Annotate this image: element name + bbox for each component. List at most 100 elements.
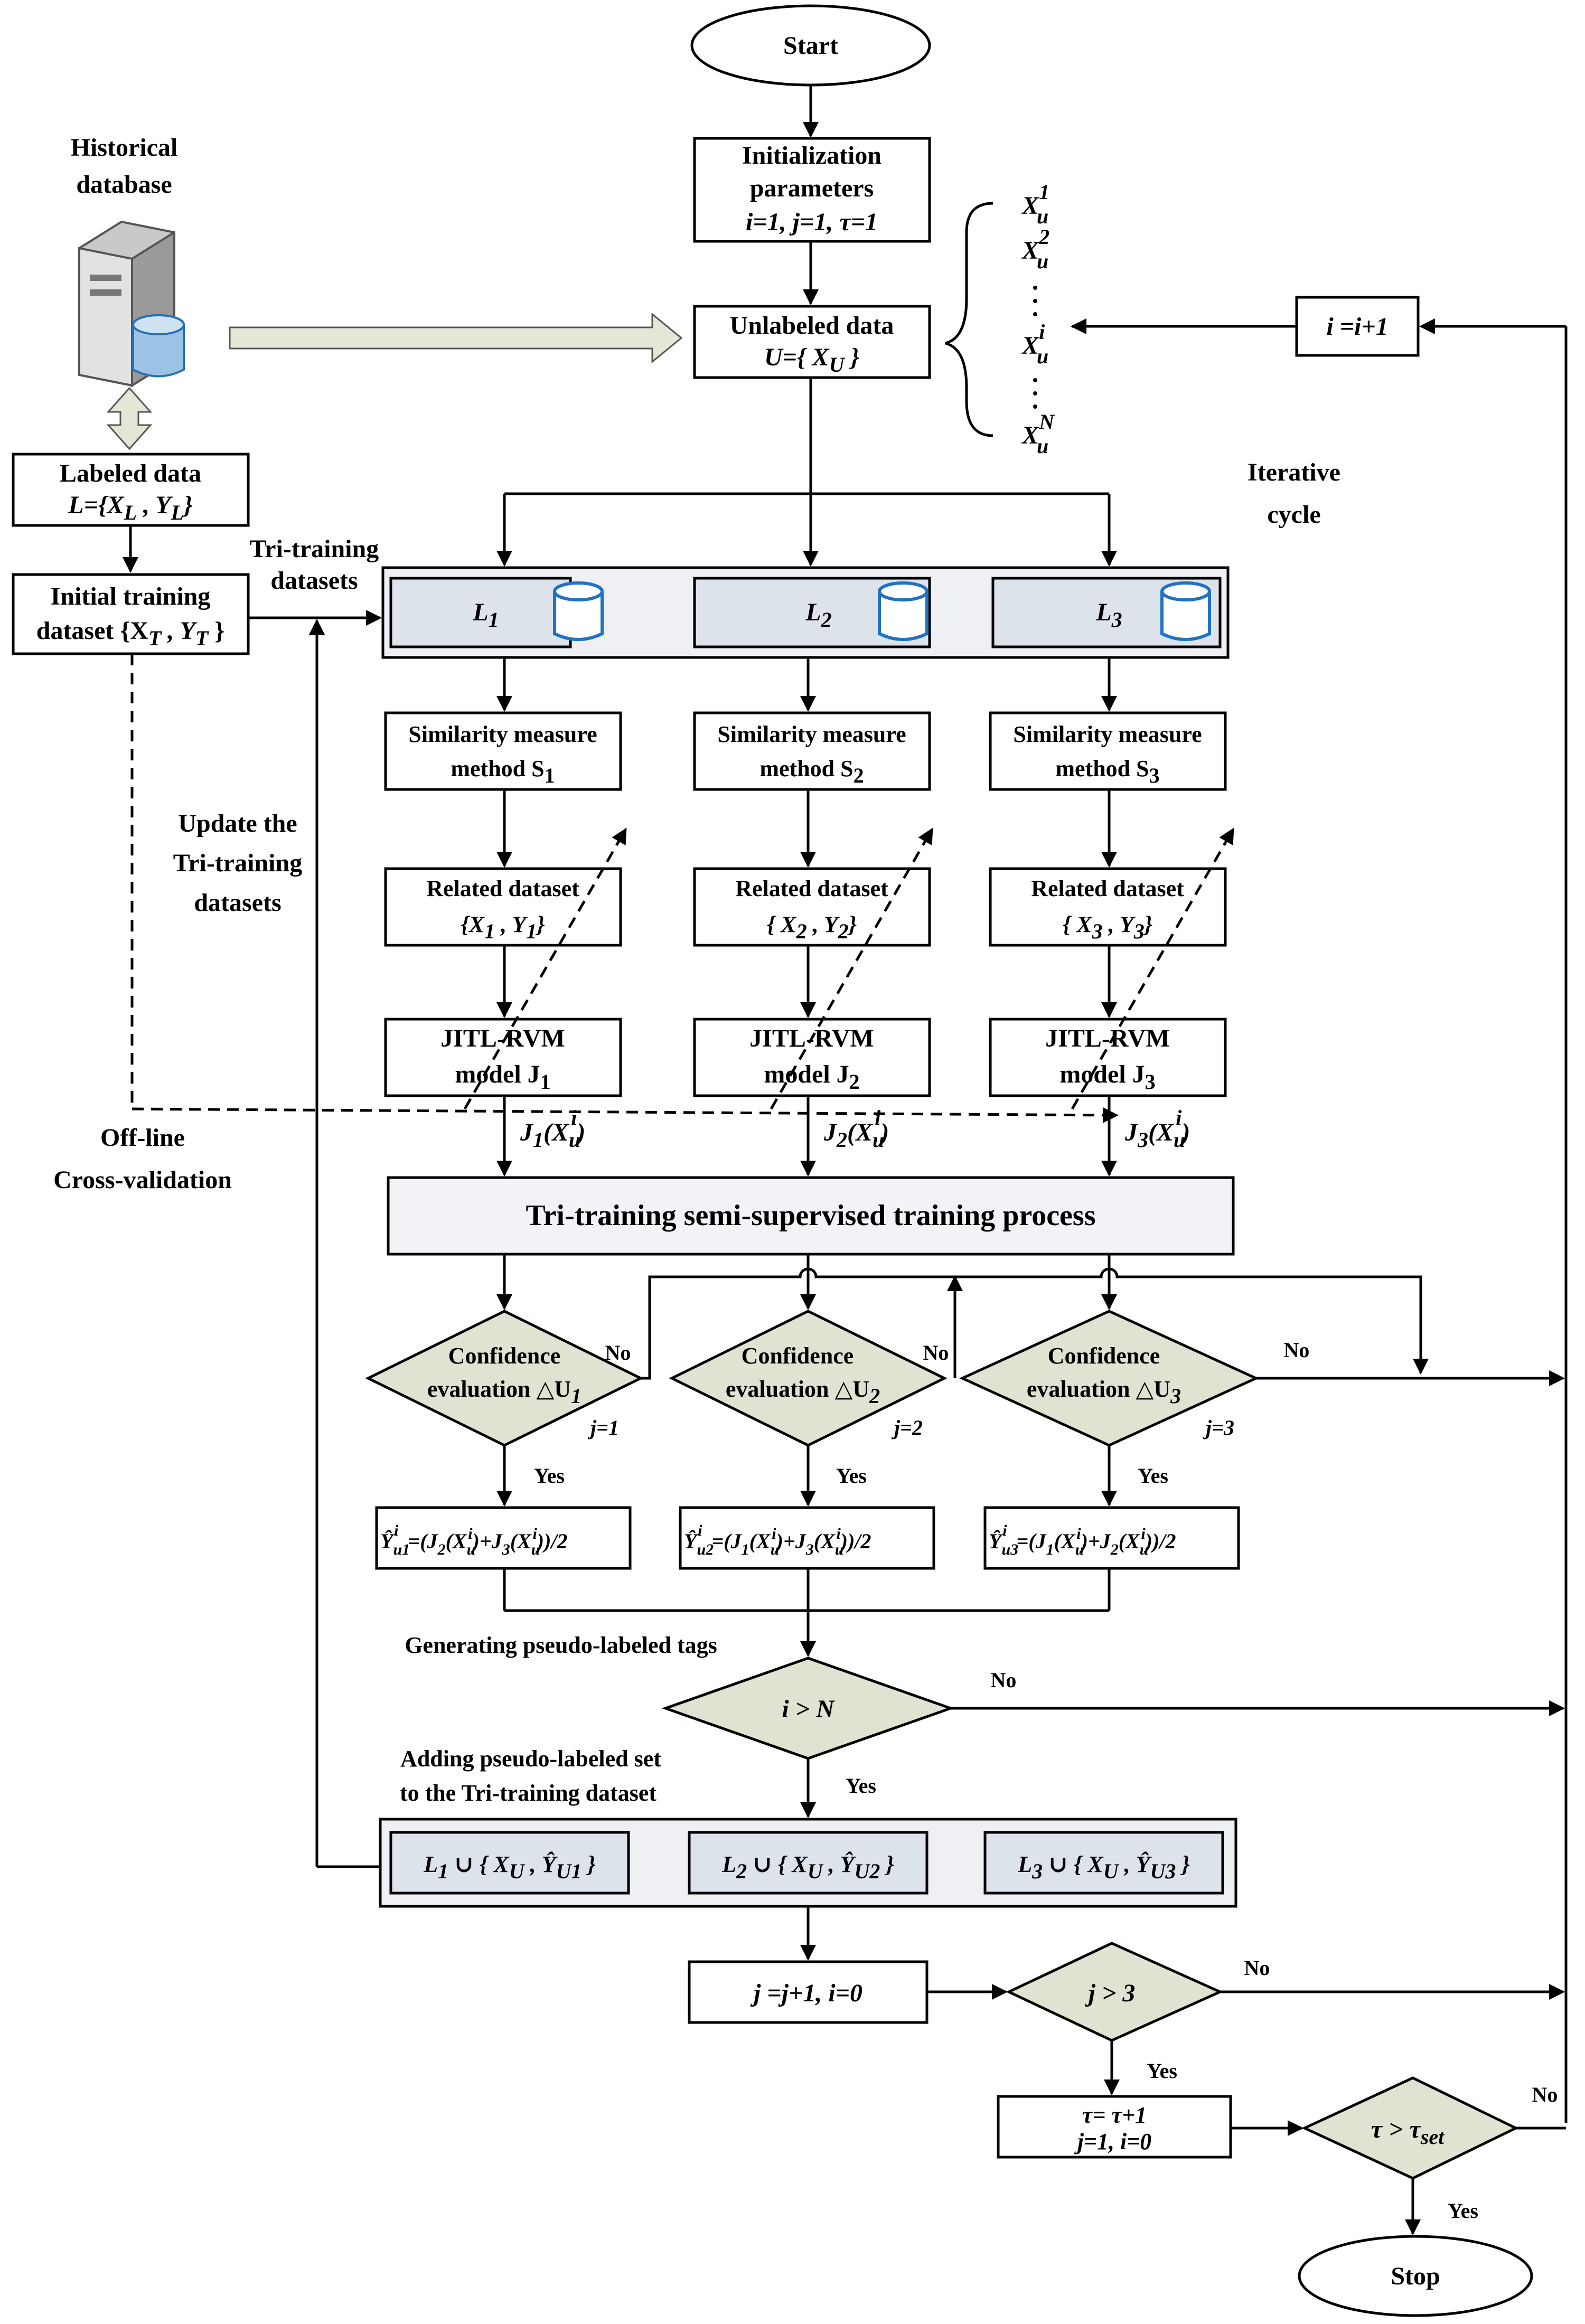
decision-j-yes: Yes xyxy=(1147,2059,1177,2083)
similarity-s1-line-2: method S1 xyxy=(451,756,555,787)
decision-tau-label: τ > τset xyxy=(1371,2115,1445,2149)
update-line-3: datasets xyxy=(194,889,281,917)
confidence-1-no: No xyxy=(605,1341,631,1365)
i-increment-label: i =i+1 xyxy=(1326,313,1388,341)
jitl-2-line-2: model J2 xyxy=(764,1060,859,1094)
offline-line-1: Off-line xyxy=(100,1124,185,1152)
update-line-2: Tri-training xyxy=(173,849,302,877)
decision-i-yes: Yes xyxy=(846,1774,876,1798)
pseudo-set-2-box xyxy=(688,1831,929,1895)
historical-to-unlabeled-arrow xyxy=(229,312,683,364)
confidence-2-line-1: Confidence xyxy=(742,1343,854,1369)
pseudo-set-2-label: L2 ∪ { XU , ŶU2 } xyxy=(721,1851,894,1883)
iterative-cycle-line-1: Iterative xyxy=(1248,458,1340,486)
related-dataset-2-box xyxy=(693,867,931,947)
pseudo-set-1-box xyxy=(389,1831,630,1895)
init-line-2: parameters xyxy=(750,174,874,202)
j-increment-label: j =j+1, i=0 xyxy=(750,1979,862,2007)
labeled-data-box xyxy=(12,453,250,527)
initial-line-2: dataset {XT , YT } xyxy=(36,617,224,650)
database-l2-icon xyxy=(878,581,929,641)
jitl-rvm-j2-box xyxy=(693,1018,931,1097)
unlabeled-sample-list: Xu1 Xu2 Xui XuN xyxy=(1021,180,1055,458)
confidence-3-j: j=3 xyxy=(1203,1416,1234,1439)
dataset-l1-label: L1 xyxy=(472,598,499,632)
pseudo-set-1-label: L1 ∪ { XU , ŶU1 } xyxy=(423,1851,595,1883)
update-line-1: Update the xyxy=(178,810,297,838)
similarity-s2-line-2: method S2 xyxy=(759,756,864,787)
svg-text:XuN: XuN xyxy=(1021,410,1055,458)
stop-label: Stop xyxy=(1391,2262,1440,2290)
initial-line-1: Initial training xyxy=(51,582,211,610)
generating-label: Generating pseudo-labeled tags xyxy=(405,1632,717,1658)
branch-1: L1 Similarity measure method S1 Related … xyxy=(384,577,627,1177)
branch-3: L3 Similarity measure method S3 Related … xyxy=(989,577,1235,1177)
similarity-s3-line-1: Similarity measure xyxy=(1013,721,1202,747)
init-line-1: Initialization xyxy=(742,142,881,170)
similarity-s2-line-1: Similarity measure xyxy=(717,721,906,747)
formula-1-text: Ŷu1i=(J2(Xui)+J3(Xui))/2 xyxy=(380,1522,568,1558)
labeled-line-2: L={XL , YL} xyxy=(68,491,193,524)
tri-training-process-box xyxy=(387,1176,1235,1256)
decision-j-no: No xyxy=(1244,1956,1270,1980)
decision-j-label: j > 3 xyxy=(1085,1979,1136,2007)
similarity-s3-line-2: method S3 xyxy=(1055,756,1159,787)
similarity-s1-box xyxy=(384,711,622,791)
confidence-3-no: No xyxy=(1284,1338,1310,1362)
related-dataset-3-box xyxy=(989,867,1227,947)
init-line-3: i=1, j=1, τ=1 xyxy=(746,208,878,236)
tri-datasets-line-1: Tri-training xyxy=(250,535,379,563)
confidence-2-line-2: evaluation △U2 xyxy=(726,1376,880,1408)
dataset-l2-label: L2 xyxy=(805,598,831,632)
i-increment-box xyxy=(1295,296,1420,357)
jitl-3-line-1: JITL-RVM xyxy=(1045,1024,1170,1052)
pseudo-set-3-label: L3 ∪ { XU , ŶU3 } xyxy=(1017,1851,1189,1883)
jitl-3-output: J3(Xui) xyxy=(1124,1106,1190,1152)
start-label: Start xyxy=(783,32,838,60)
initialization-box xyxy=(693,137,931,243)
confidence-3-line-1: Confidence xyxy=(1048,1343,1160,1369)
tau-update-box xyxy=(997,2095,1232,2159)
confidence-1-j: j=1 xyxy=(587,1416,619,1439)
unlabeled-line-1: Unlabeled data xyxy=(730,312,894,340)
stop-terminal xyxy=(1298,2235,1533,2317)
dataset-l3-label: L3 xyxy=(1095,598,1122,632)
historical-line-1: Historical xyxy=(71,134,178,162)
jitl-1-line-1: JITL-RVM xyxy=(440,1024,565,1052)
offline-line-2: Cross-validation xyxy=(53,1166,232,1194)
related-3-line-2: { X3 , Y3} xyxy=(1063,911,1152,943)
svg-text:Xui: Xui xyxy=(1021,320,1048,368)
decision-tau-no: No xyxy=(1532,2083,1558,2106)
iterative-cycle-line-2: cycle xyxy=(1267,501,1320,529)
decision-i-label: i > N xyxy=(782,1695,836,1723)
similarity-s1-line-1: Similarity measure xyxy=(408,721,597,747)
tri-datasets-line-2: datasets xyxy=(270,567,358,595)
related-3-line-1: Related dataset xyxy=(1031,876,1184,901)
confidence-3-yes: Yes xyxy=(1138,1464,1168,1488)
database-l3-icon xyxy=(1160,581,1211,641)
confidence-2-yes: Yes xyxy=(836,1464,867,1488)
historical-line-2: database xyxy=(76,171,172,199)
tau-update-line-2: j=1, i=0 xyxy=(1074,2129,1152,2154)
adding-line-1: Adding pseudo-labeled set xyxy=(400,1746,661,1772)
similarity-s3-box xyxy=(989,711,1227,791)
formula-2-text: Ŷu2i=(J1(Xui)+J3(Xui))/2 xyxy=(684,1522,871,1558)
confidence-2-j: j=2 xyxy=(891,1416,923,1439)
jitl-rvm-j3-box xyxy=(989,1018,1227,1097)
confidence-3-line-2: evaluation △U3 xyxy=(1027,1376,1181,1408)
decision-tau-yes: Yes xyxy=(1448,2199,1478,2223)
dataset-l1-box xyxy=(389,577,572,648)
pseudo-label-formula-3 xyxy=(983,1506,1240,1570)
unlabeled-line-2: U={ XU } xyxy=(764,343,860,377)
tri-process-label: Tri-training semi-supervised training pr… xyxy=(526,1199,1095,1232)
related-1-line-2: {X1 , Y1} xyxy=(461,911,545,943)
related-2-line-2: { X2 , Y2} xyxy=(767,911,857,943)
confidence-1-line-1: Confidence xyxy=(448,1343,561,1369)
database-server-icon xyxy=(78,220,185,388)
tau-update-line-1: τ= τ+1 xyxy=(1082,2102,1147,2128)
confidence-1-yes: Yes xyxy=(534,1464,565,1488)
jitl-3-line-2: model J3 xyxy=(1059,1060,1155,1094)
svg-text:Xu1: Xu1 xyxy=(1021,180,1049,228)
jitl-1-output: J1(Xui) xyxy=(520,1106,585,1152)
